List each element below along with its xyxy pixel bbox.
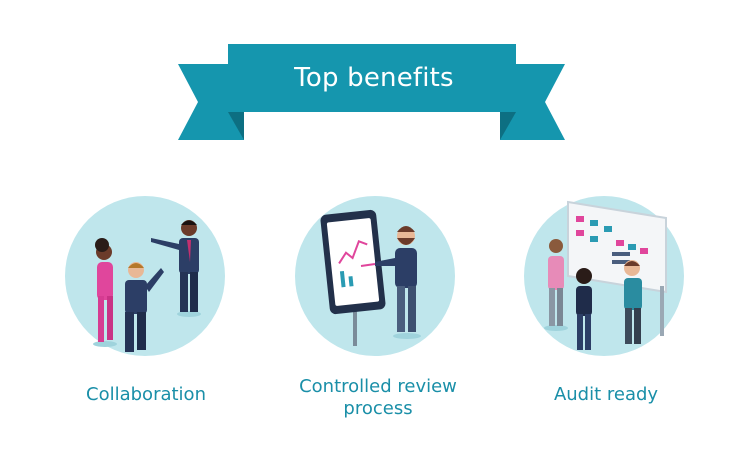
title-banner: Top benefits bbox=[0, 0, 743, 160]
ribbon-shape bbox=[178, 44, 565, 140]
benefit-label: Controlled review process bbox=[299, 376, 457, 419]
review-tablet-illustration bbox=[295, 196, 455, 356]
page-title: Top benefits bbox=[294, 63, 454, 93]
collaboration-illustration bbox=[65, 196, 225, 356]
benefit-label: Audit ready bbox=[553, 384, 659, 405]
kanban-board-illustration bbox=[524, 196, 684, 356]
benefit-label: Collaboration bbox=[86, 384, 206, 405]
